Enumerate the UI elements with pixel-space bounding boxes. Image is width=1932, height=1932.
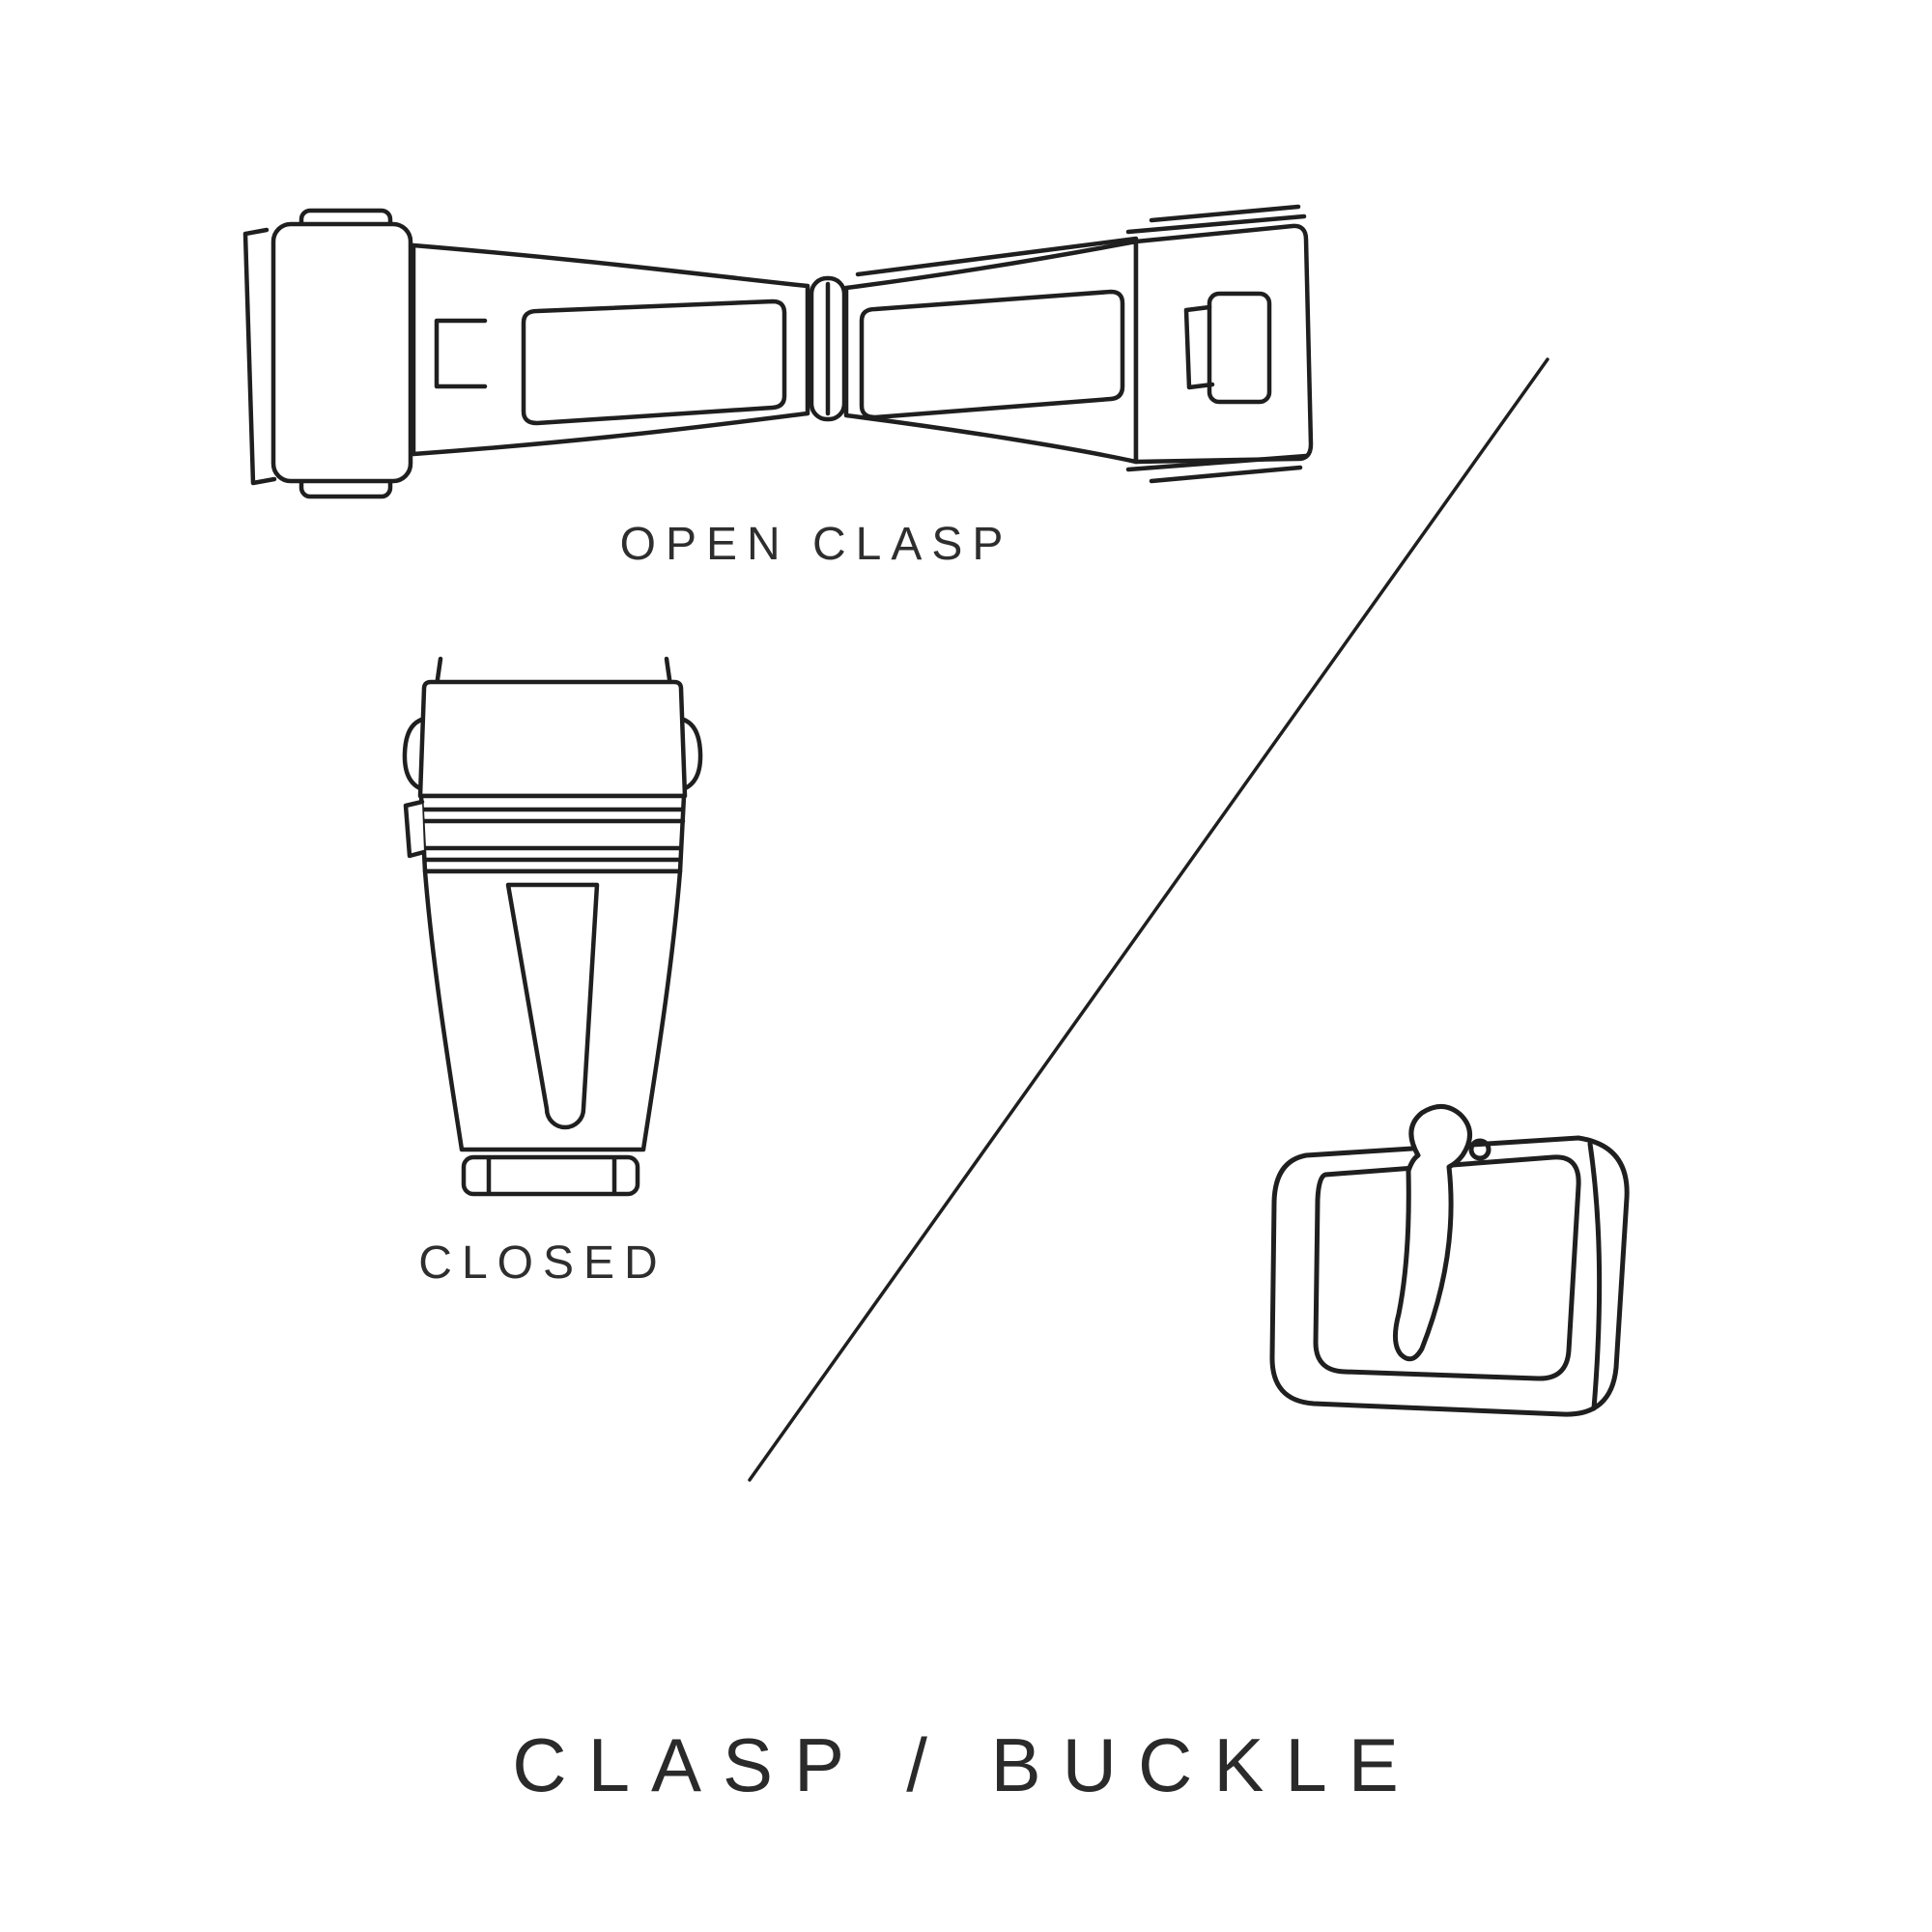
- closed-clasp-top-block: [417, 679, 688, 799]
- tang-buckle-illustration: [1269, 1104, 1630, 1417]
- open-clasp-right-bottomstep: [1125, 453, 1309, 472]
- open-clasp-right-blade-cutout: [859, 289, 1125, 420]
- open-clasp-notch: [434, 318, 488, 389]
- open-clasp-left-blade: [411, 242, 810, 457]
- buckle-tongue: [1393, 1104, 1472, 1362]
- open-clasp-label: OPEN CLASP: [619, 519, 1013, 570]
- open-clasp-right-bottomstep-2: [1149, 465, 1303, 484]
- open-clasp-illustration: [242, 204, 1314, 499]
- closed-clasp-body: [422, 868, 683, 1152]
- open-clasp-right-bracket: [1183, 304, 1215, 390]
- closed-clasp-band-bracket: [403, 799, 427, 859]
- buckle-right-face-line: [1587, 1141, 1603, 1411]
- buckle-pin-coil: [1468, 1138, 1492, 1161]
- closed-clasp-slot: [505, 882, 600, 1130]
- open-clasp-right-topstep-2: [1149, 204, 1301, 223]
- open-clasp-left-block: [270, 221, 413, 484]
- open-clasp-left-blade-cutout: [521, 298, 787, 426]
- closed-clasp-bottom-bar: [461, 1154, 640, 1197]
- open-clasp-right-topstep: [1125, 213, 1307, 235]
- page-title: CLASP / BUCKLE: [512, 1722, 1420, 1807]
- closed-clasp-label: CLOSED: [418, 1237, 668, 1289]
- open-clasp-right-hole: [1207, 291, 1272, 405]
- open-clasp-right-blade-topline: [855, 236, 1139, 277]
- open-clasp-left-bracket: [242, 227, 277, 486]
- divider-line: [748, 357, 1549, 1482]
- closed-clasp-illustration: [402, 656, 703, 1197]
- open-clasp-right-blade: [843, 239, 1139, 465]
